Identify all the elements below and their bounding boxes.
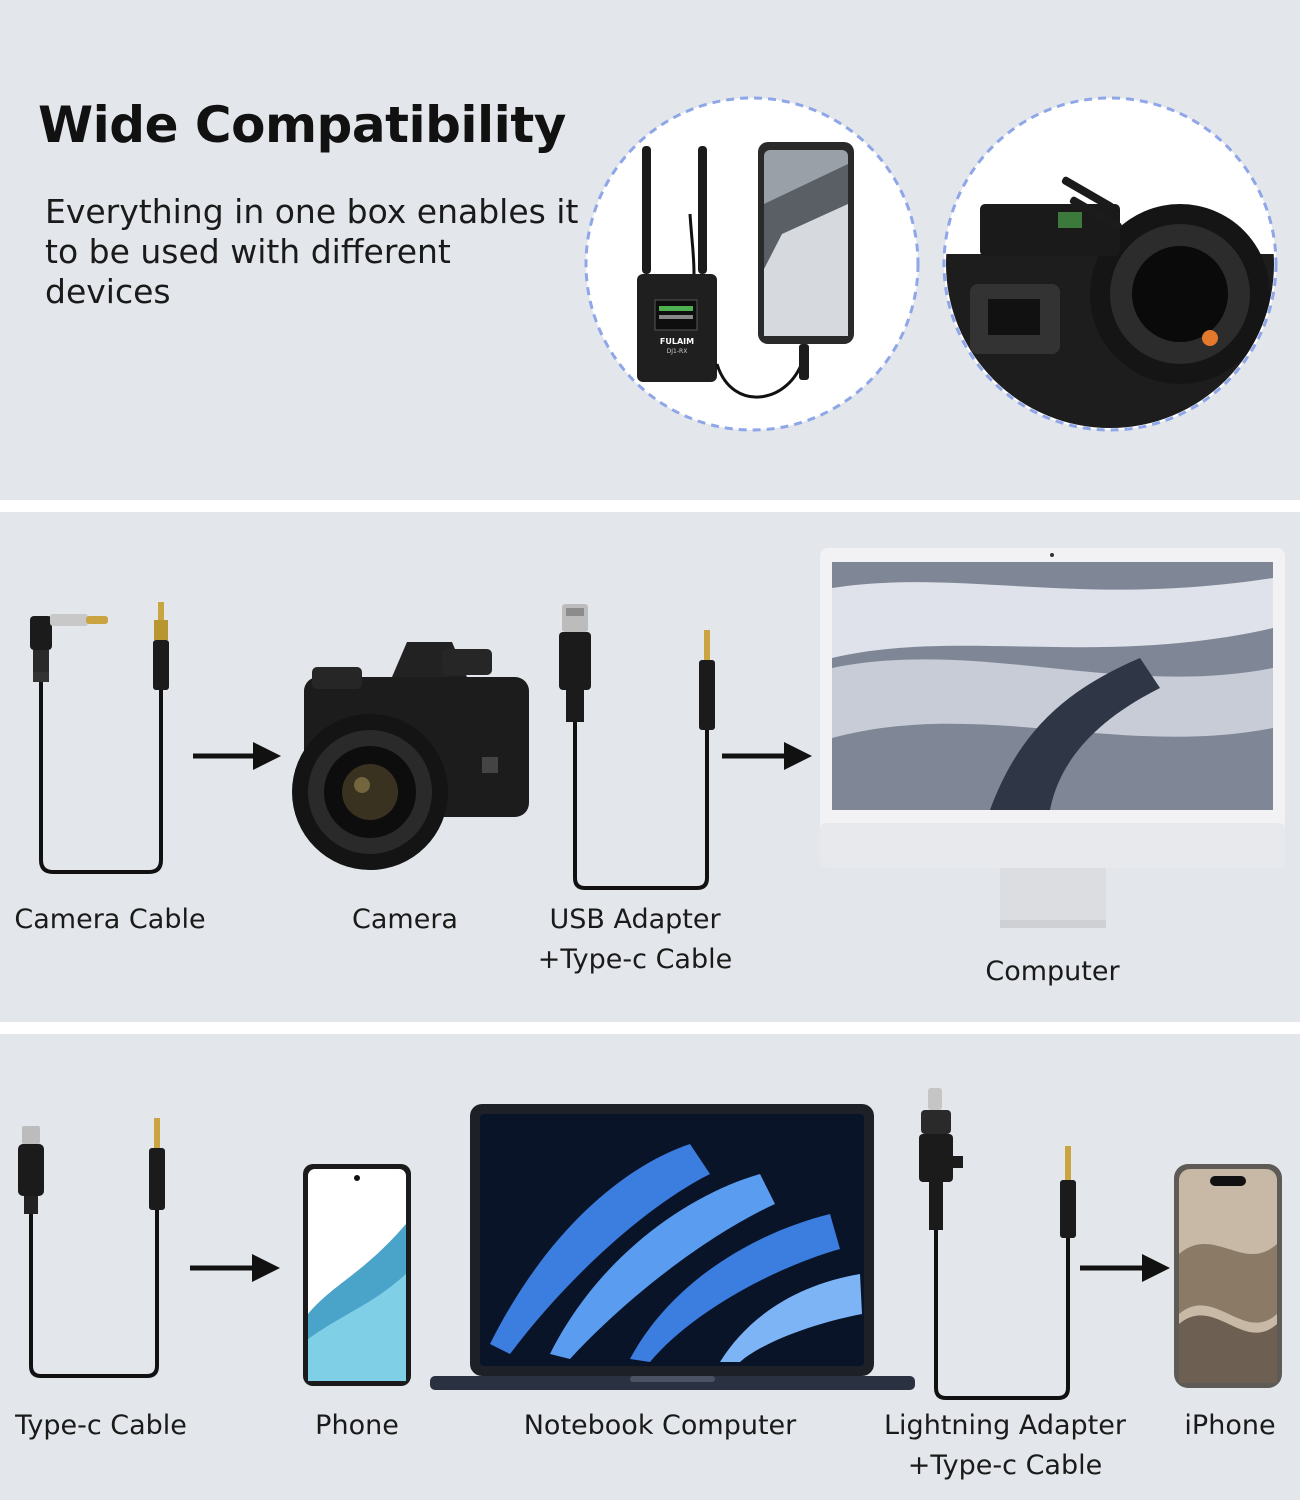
receiver-model: DJ1-RX bbox=[667, 348, 688, 355]
label-usb-adapter: USB Adapter +Type-c Cable bbox=[520, 900, 750, 980]
label-usb-adapter-line1: USB Adapter bbox=[549, 904, 721, 935]
label-camera-cable: Camera Cable bbox=[14, 904, 206, 935]
arrow-right-icon bbox=[1080, 1254, 1170, 1282]
receiver-phone-illustration: FULAIM DJ1-RX bbox=[584, 96, 920, 432]
lightning-adapter-cable-image bbox=[919, 1088, 1076, 1400]
iphone-image bbox=[1174, 1164, 1282, 1388]
label-lightning-adapter: Lightning Adapter +Type-c Cable bbox=[880, 1406, 1130, 1486]
computer-image bbox=[820, 548, 1285, 928]
label-camera: Camera bbox=[352, 904, 458, 935]
header-panel: Wide Compatibility Everything in one box… bbox=[0, 0, 1300, 500]
typec-cable-image bbox=[18, 1118, 165, 1378]
receiver-brand: FULAIM bbox=[660, 337, 694, 346]
row-computer-panel: Camera Cable Camera USB Adapter +Type-c … bbox=[0, 512, 1300, 1022]
label-lightning-line1: Lightning Adapter bbox=[884, 1410, 1126, 1441]
receiver-camera-illustration bbox=[942, 96, 1278, 432]
arrow-right-icon bbox=[193, 742, 281, 770]
arrow-right-icon bbox=[190, 1254, 280, 1282]
arrow-right-icon bbox=[722, 742, 812, 770]
label-usb-adapter-line2: +Type-c Cable bbox=[537, 944, 733, 975]
phone-image bbox=[303, 1164, 411, 1386]
page-title: Wide Compatibility bbox=[38, 96, 566, 154]
usb-adapter-cable-image bbox=[559, 604, 715, 890]
label-lightning-line2: +Type-c Cable bbox=[907, 1450, 1103, 1481]
label-iphone: iPhone bbox=[1184, 1410, 1276, 1441]
page-subtitle: Everything in one box enables it to be u… bbox=[45, 192, 585, 312]
camera-image bbox=[292, 642, 529, 870]
label-phone: Phone bbox=[315, 1410, 399, 1441]
notebook-computer-image bbox=[430, 1104, 915, 1390]
subtitle-line-2: to be used with different devices bbox=[45, 232, 451, 311]
label-notebook-computer: Notebook Computer bbox=[523, 1410, 797, 1441]
camera-cable-image bbox=[30, 602, 169, 874]
label-computer: Computer bbox=[985, 956, 1120, 987]
subtitle-line-1: Everything in one box enables it bbox=[45, 192, 579, 231]
label-typec-cable: Type-c Cable bbox=[15, 1410, 187, 1441]
row-mobile-panel: Type-c Cable Phone Notebook Computer Lig… bbox=[0, 1034, 1300, 1500]
